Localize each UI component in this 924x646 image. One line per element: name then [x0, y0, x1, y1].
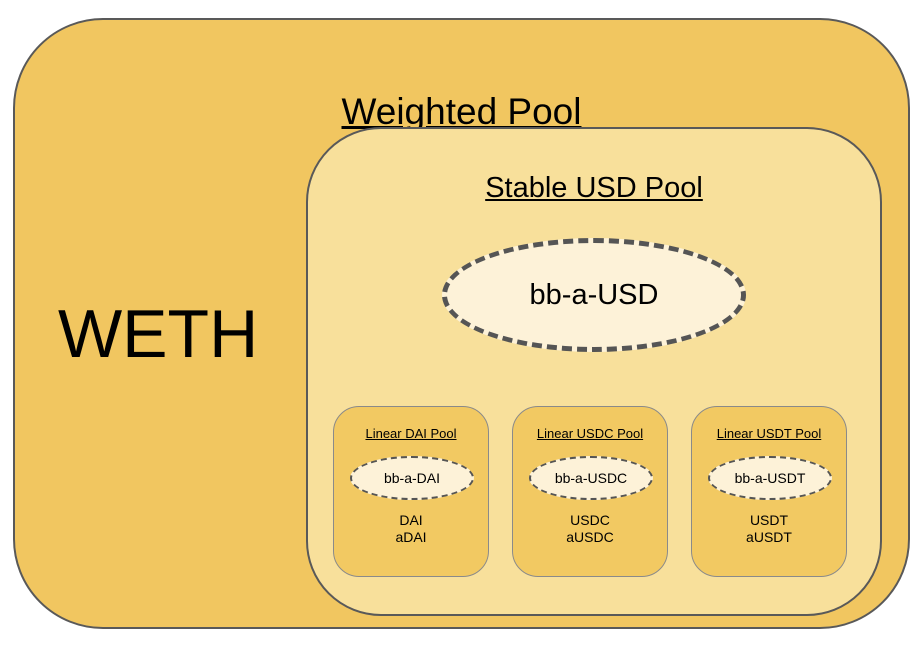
token-usdt: USDT [749, 512, 789, 528]
linear-dai-pool-title: Linear DAI Pool [365, 426, 457, 441]
linear-usdc-token-list: USDC aUSDC [513, 512, 667, 546]
linear-usdt-token-list: USDT aUSDT [692, 512, 846, 546]
linear-dai-token-list: DAI aDAI [334, 512, 488, 546]
token-ausdc: aUSDC [566, 529, 614, 545]
stable-usd-pool-title: Stable USD Pool [485, 172, 703, 204]
token-dai: DAI [399, 512, 423, 528]
bb-a-usdc-ellipse: bb-a-USDC [529, 456, 653, 500]
linear-usdt-pool-title: Linear USDT Pool [716, 426, 822, 441]
token-ausdt: aUSDT [746, 529, 792, 545]
bb-a-dai-ellipse: bb-a-DAI [350, 456, 474, 500]
bb-a-usd-ellipse: bb-a-USD [442, 238, 746, 352]
linear-usdc-pool-box: Linear USDC Pool bb-a-USDC USDC aUSDC [512, 406, 668, 577]
weth-token-label: WETH [58, 296, 259, 372]
bb-a-usdt-label: bb-a-USDT [734, 470, 806, 486]
linear-usdt-pool-box: Linear USDT Pool bb-a-USDT USDT aUSDT [691, 406, 847, 577]
bb-a-usdt-ellipse: bb-a-USDT [708, 456, 832, 500]
linear-dai-pool-box: Linear DAI Pool bb-a-DAI DAI aDAI [333, 406, 489, 577]
linear-usdc-pool-title: Linear USDC Pool [536, 426, 644, 441]
token-adai: aDAI [395, 529, 427, 545]
weighted-pool-title: Weighted Pool [341, 91, 582, 132]
bb-a-dai-label: bb-a-DAI [383, 470, 441, 486]
token-usdc: USDC [570, 512, 610, 528]
bb-a-usdc-label: bb-a-USDC [554, 470, 628, 486]
bb-a-usd-label: bb-a-USD [529, 278, 659, 311]
